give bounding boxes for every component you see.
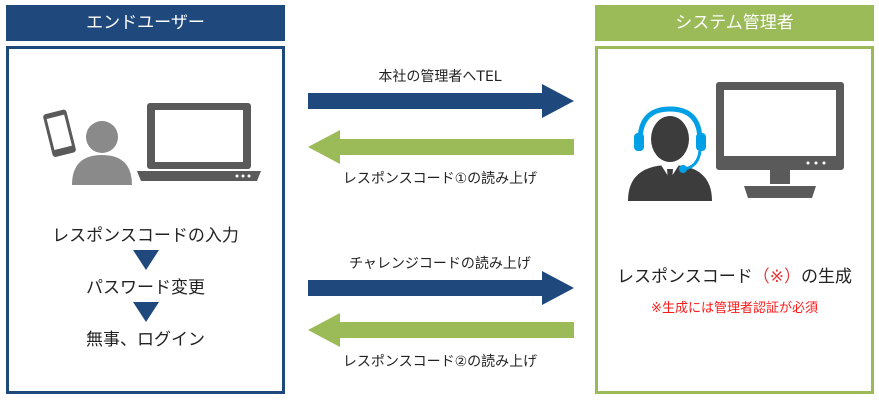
label-read-challenge-code: チャレンジコードの読み上げ <box>349 256 531 272</box>
response-code-generation-title: レスポンスコード（※）の生成 <box>598 262 871 287</box>
left-arrow-icon <box>308 130 574 164</box>
admin-header-label: システム管理者 <box>675 13 794 33</box>
admin-auth-requirement-note: ※生成には管理者認証が必須 <box>651 301 818 316</box>
step-enter-response-code: レスポンスコードの入力 <box>52 226 239 246</box>
left-arrow-icon <box>308 313 574 347</box>
monitor-icon <box>716 82 844 198</box>
down-arrow-icon <box>133 302 159 322</box>
label-read-response-code-2: レスポンスコード②の読み上げ <box>342 354 538 370</box>
end-user-header-label: エンドユーザー <box>86 13 205 33</box>
down-arrow-icon <box>133 250 159 270</box>
admin-header: システム管理者 <box>595 5 874 41</box>
note-mark: （※） <box>752 267 801 287</box>
admin-panel: レスポンスコード（※）の生成 ※生成には管理者認証が必須 <box>595 46 874 394</box>
person-icon <box>72 121 132 185</box>
operator-headset-icon <box>628 106 712 201</box>
smartphone-icon <box>43 109 76 157</box>
right-arrow-icon <box>308 84 574 118</box>
label-read-response-code-1: レスポンスコード①の読み上げ <box>342 171 538 187</box>
end-user-panel: レスポンスコードの入力 パスワード変更 無事、ログイン <box>6 46 285 394</box>
end-user-header: エンドユーザー <box>6 5 285 41</box>
step-change-password: パスワード変更 <box>86 278 205 298</box>
generation-label: の生成 <box>800 267 852 287</box>
step-login-success: 無事、ログイン <box>86 330 205 350</box>
response-code-label: レスポンスコード <box>617 267 753 287</box>
laptop-icon <box>137 103 261 181</box>
right-arrow-icon <box>308 271 574 305</box>
label-call-admin: 本社の管理者へTEL <box>378 69 502 85</box>
